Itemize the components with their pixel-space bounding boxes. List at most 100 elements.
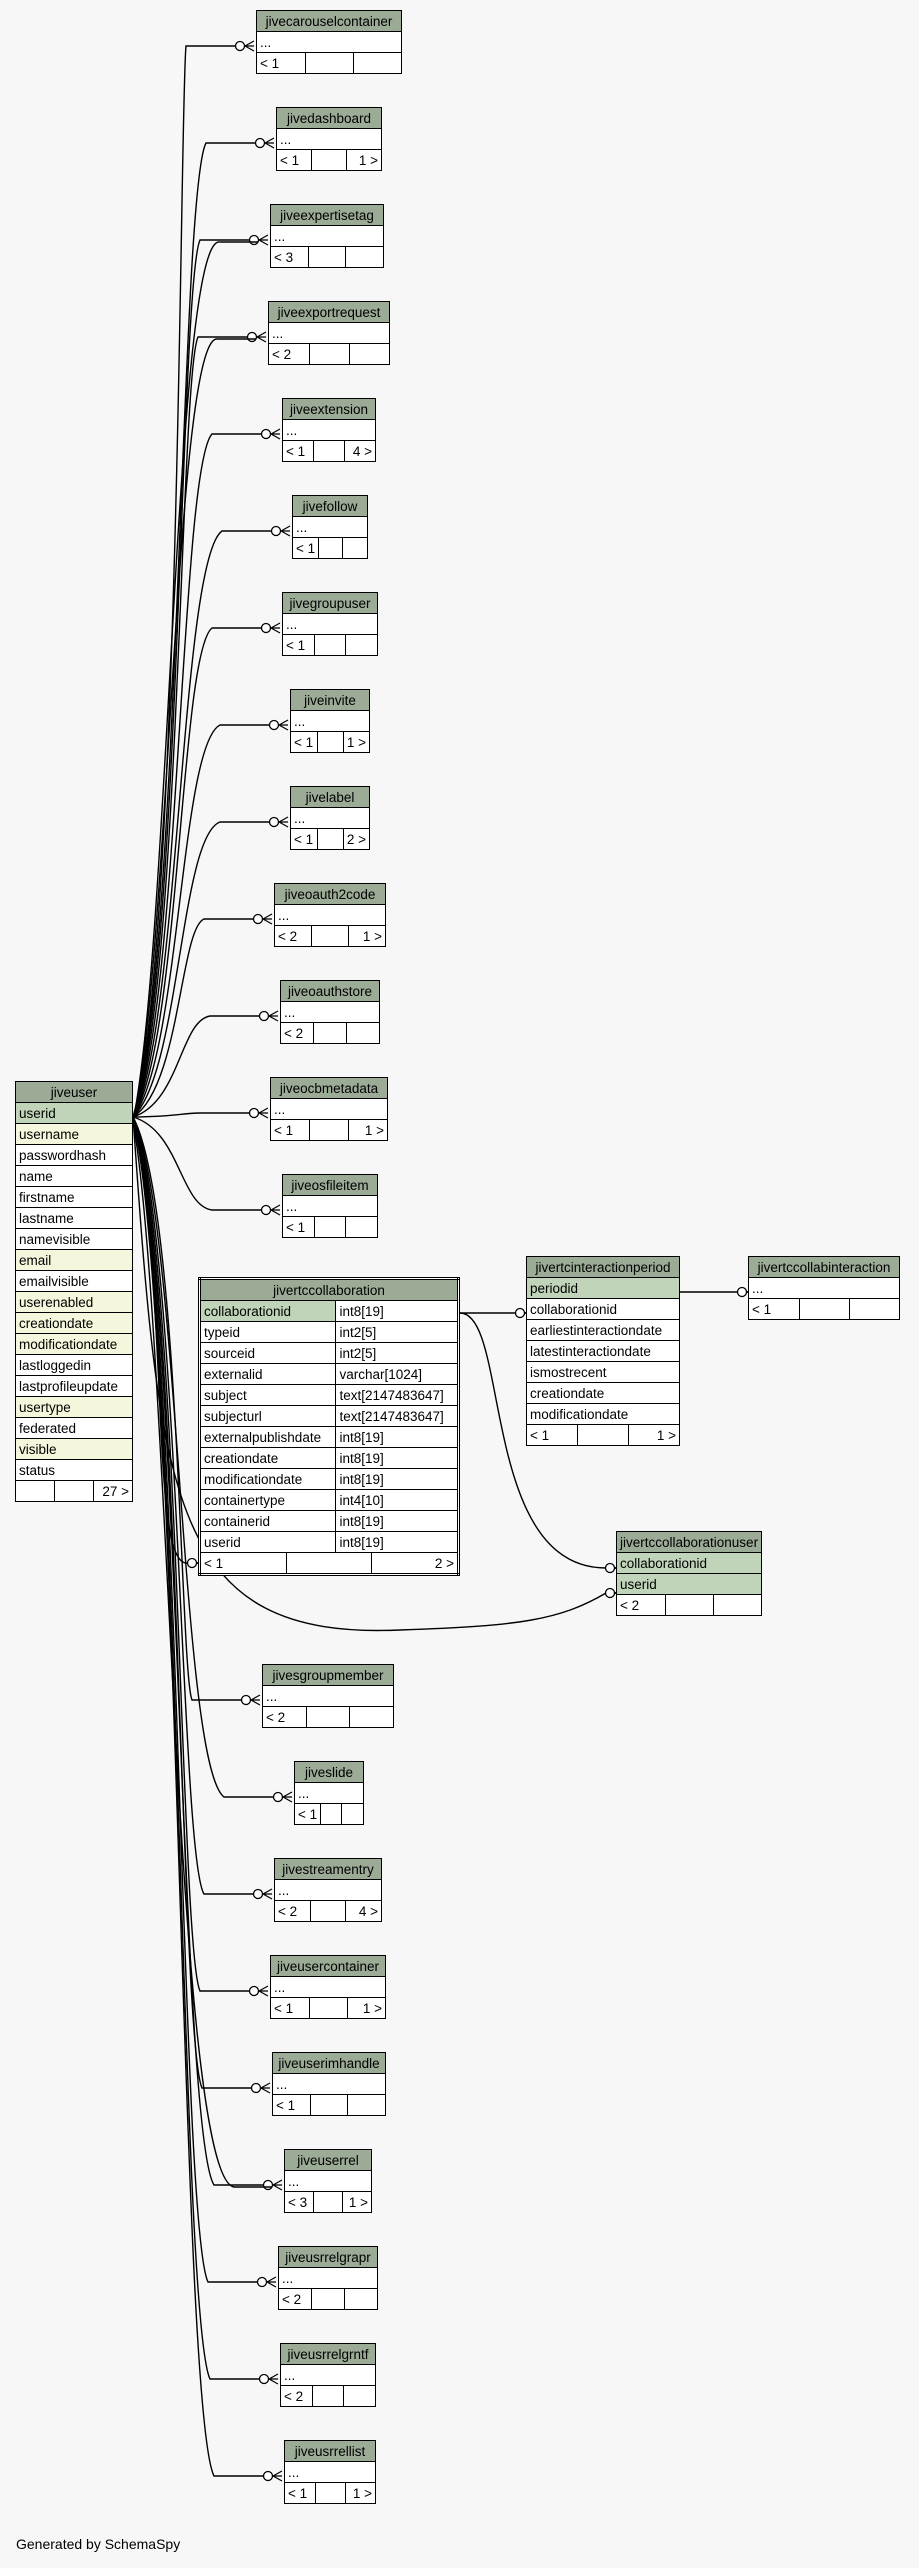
table-name[interactable]: jiveuserrel [284, 2149, 372, 2171]
spacer-cell[interactable] [306, 1707, 351, 1727]
column-row[interactable]: collaborationid [615, 1552, 763, 1574]
child-count[interactable] [343, 539, 367, 558]
child-count[interactable] [348, 2096, 385, 2115]
spacer-cell[interactable] [320, 1804, 343, 1824]
spacer-cell[interactable] [665, 1595, 714, 1615]
child-count[interactable] [346, 248, 383, 267]
table-jiveuserimhandle[interactable]: jiveuserimhandle...< 1 [272, 2052, 386, 2116]
column-row[interactable]: username [15, 1123, 133, 1145]
column-row[interactable]: creationdate [526, 1382, 680, 1404]
table-jiveoauthstore[interactable]: jiveoauthstore...< 2 [280, 980, 380, 1044]
table-name[interactable]: jivertccollaboration [199, 1278, 459, 1301]
parent-count[interactable]: < 2 [281, 1023, 315, 1043]
spacer-cell[interactable] [314, 1217, 347, 1237]
parent-count[interactable]: < 1 [201, 1553, 287, 1573]
table-jiveslide[interactable]: jiveslide...< 1 [294, 1761, 364, 1825]
parent-count[interactable]: < 1 [295, 1804, 322, 1824]
column-row[interactable]: userenabled [15, 1291, 133, 1313]
table-name[interactable]: jivertccollabinteraction [748, 1256, 900, 1278]
table-name[interactable]: jiveusrrelgrapr [278, 2246, 378, 2268]
table-name[interactable]: jiveusercontainer [270, 1955, 386, 1977]
table-name[interactable]: jiveexpertisetag [270, 204, 384, 226]
column-row[interactable]: status [15, 1459, 133, 1481]
spacer-cell[interactable] [311, 150, 347, 170]
spacer-cell[interactable] [317, 829, 344, 849]
child-count[interactable]: 27 > [102, 1483, 129, 1499]
column-row[interactable]: visible [15, 1438, 133, 1460]
column-row[interactable]: creationdate [15, 1312, 133, 1334]
parent-count[interactable]: < 2 [275, 1901, 311, 1921]
parent-count[interactable]: < 1 [271, 1998, 310, 2018]
table-jivegroupuser[interactable]: jivegroupuser...< 1 [282, 592, 378, 656]
column-row[interactable]: firstname [15, 1186, 133, 1208]
child-count[interactable] [350, 1708, 393, 1727]
child-count[interactable] [849, 1300, 899, 1319]
child-count[interactable]: 1 > [362, 2000, 382, 2016]
parent-count[interactable]: < 1 [749, 1299, 800, 1319]
column-row[interactable]: passwordhash [15, 1144, 133, 1166]
child-count[interactable]: 1 > [348, 2194, 368, 2210]
spacer-cell[interactable] [577, 1425, 629, 1445]
child-count[interactable]: 2 > [434, 1555, 454, 1571]
table-jiveexpertisetag[interactable]: jiveexpertisetag...< 3 [270, 204, 384, 268]
table-jiveusrrelgrntf[interactable]: jiveusrrelgrntf...< 2 [280, 2343, 376, 2407]
child-count[interactable] [346, 1218, 377, 1237]
child-count[interactable]: 4 > [358, 1903, 378, 1919]
spacer-cell[interactable] [309, 1120, 349, 1140]
column-row[interactable]: modificationdate [15, 1333, 133, 1355]
column-row[interactable]: ismostrecent [526, 1361, 680, 1383]
table-name[interactable]: jiveuserimhandle [272, 2052, 386, 2074]
spacer-cell[interactable] [311, 926, 349, 946]
table-name[interactable]: jiveosfileitem [282, 1174, 378, 1196]
table-jiveosfileitem[interactable]: jiveosfileitem...< 1 [282, 1174, 378, 1238]
child-count[interactable]: 1 > [362, 928, 382, 944]
column-row[interactable]: userid [615, 1573, 763, 1595]
child-count[interactable] [346, 636, 377, 655]
child-count[interactable]: 1 > [364, 1122, 384, 1138]
child-count[interactable] [344, 2387, 375, 2406]
column-row[interactable]: namevisible [15, 1228, 133, 1250]
parent-count[interactable]: < 1 [277, 150, 313, 170]
spacer-cell[interactable] [311, 2289, 345, 2309]
spacer-cell[interactable] [310, 1901, 347, 1921]
table-jivertccollabinteraction[interactable]: jivertccollabinteraction...< 1 [748, 1256, 900, 1320]
spacer-cell[interactable] [799, 1299, 850, 1319]
spacer-cell[interactable] [305, 53, 354, 73]
column-row[interactable]: lastprofileupdate [15, 1375, 133, 1397]
child-count[interactable] [713, 1596, 761, 1615]
spacer-cell[interactable] [309, 344, 350, 364]
child-count[interactable] [353, 54, 401, 73]
spacer-cell[interactable] [318, 538, 344, 558]
parent-count[interactable]: < 2 [279, 2289, 313, 2309]
column-row[interactable]: lastname [15, 1207, 133, 1229]
child-count[interactable] [349, 345, 389, 364]
parent-count[interactable]: < 2 [263, 1707, 307, 1727]
parent-count[interactable]: < 1 [291, 829, 318, 849]
spacer-cell[interactable] [313, 441, 345, 461]
parent-count[interactable]: < 1 [283, 635, 315, 655]
table-name[interactable]: jiveuser [15, 1081, 133, 1103]
parent-count[interactable]: < 1 [285, 2483, 316, 2503]
child-count[interactable]: 2 > [346, 831, 366, 847]
table-name[interactable]: jiveocbmetadata [270, 1077, 388, 1099]
column-row[interactable]: federated [15, 1417, 133, 1439]
parent-count[interactable]: < 1 [293, 538, 320, 558]
